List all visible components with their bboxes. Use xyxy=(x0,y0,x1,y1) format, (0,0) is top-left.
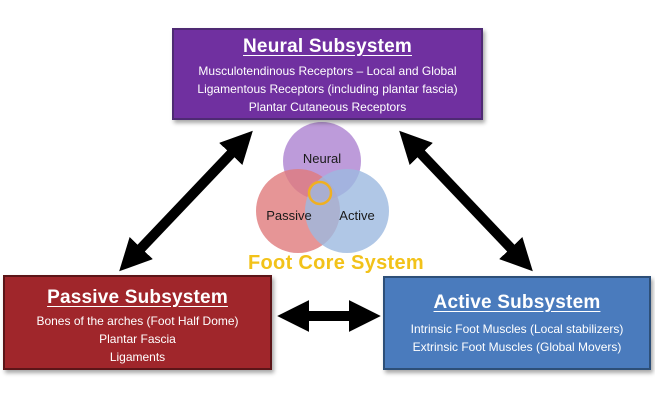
active-circle xyxy=(305,169,389,253)
passive-line-2: Plantar Fascia xyxy=(99,332,176,346)
active-line-2: Extrinsic Foot Muscles (Global Movers) xyxy=(412,340,622,354)
foot-core-system-title: Foot Core System xyxy=(248,252,424,274)
neural-line-2: Ligamentous Receptors (including plantar… xyxy=(197,82,458,96)
neural-line-3: Plantar Cutaneous Receptors xyxy=(248,100,407,114)
active-subsystem-box: Active Subsystem Intrinsic Foot Muscles … xyxy=(383,276,651,370)
arrow-neural-active xyxy=(399,130,533,272)
center-ring xyxy=(307,180,333,206)
passive-subsystem-title: Passive Subsystem xyxy=(47,287,228,308)
active-line-1: Intrinsic Foot Muscles (Local stabilizer… xyxy=(410,322,624,336)
arrow-neural-passive xyxy=(119,130,253,272)
passive-line-3: Ligaments xyxy=(109,350,166,364)
venn-passive-label: Passive xyxy=(266,208,312,223)
venn-diagram xyxy=(256,122,389,253)
neural-subsystem-box: Neural Subsystem Musculotendinous Recept… xyxy=(172,28,483,120)
venn-active-label: Active xyxy=(339,208,375,223)
venn-neural-label: Neural xyxy=(302,151,342,166)
passive-subsystem-box: Passive Subsystem Bones of the arches (F… xyxy=(3,275,272,370)
passive-line-1: Bones of the arches (Foot Half Dome) xyxy=(36,314,239,328)
active-subsystem-title: Active Subsystem xyxy=(433,292,601,313)
neural-line-1: Musculotendinous Receptors – Local and G… xyxy=(198,64,457,78)
neural-subsystem-title: Neural Subsystem xyxy=(243,36,412,57)
